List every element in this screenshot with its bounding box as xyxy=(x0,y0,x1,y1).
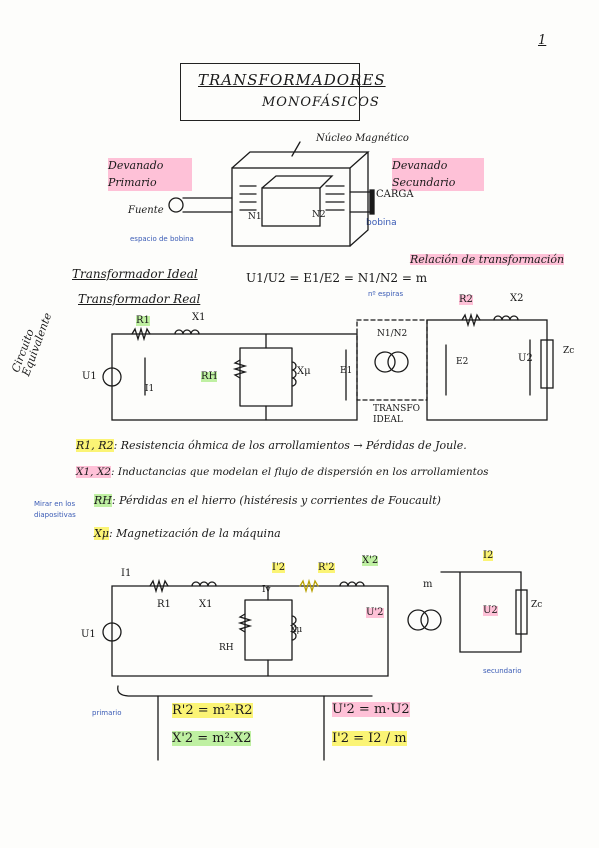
c2-xu: Xμ xyxy=(290,625,303,635)
espiras-label: nº espiras xyxy=(368,290,404,298)
c2-u2: U2 xyxy=(483,605,498,616)
fuente-label: Fuente xyxy=(128,205,164,216)
c2-rh: RH xyxy=(219,643,234,653)
c1-i1: I1 xyxy=(145,384,155,394)
c2-m: m xyxy=(423,579,433,590)
c1-rh: RH xyxy=(201,371,218,382)
c2-i1: I1 xyxy=(121,568,132,579)
c2-u2p: U'2 xyxy=(366,607,384,618)
n1-label: N1 xyxy=(248,212,262,222)
primario-label: Devanado Primario xyxy=(108,158,192,191)
c1-x2: X2 xyxy=(510,293,524,304)
nucleo-label: Núcleo Magnético xyxy=(316,133,409,144)
carga-label: CARGA xyxy=(376,189,414,200)
ideal-formula: U1/U2 = E1/E2 = N1/N2 = m xyxy=(246,271,428,285)
title-line2: MONOFÁSICOS xyxy=(262,95,380,110)
page-number: 1 xyxy=(538,33,547,48)
c1-u2: U2 xyxy=(518,353,533,364)
secundario-label: Devanado Secundario xyxy=(392,158,484,191)
eq-3-text: U'2 = m·U2 xyxy=(332,702,410,717)
c1-e1: E1 xyxy=(340,366,353,376)
def-term-1: R1, R2 xyxy=(76,439,114,452)
c2-x1: X1 xyxy=(199,599,213,610)
c2-r2p: R'2 xyxy=(318,562,335,573)
c2-u1: U1 xyxy=(81,629,96,640)
def-row-3: RH: Pérdidas en el hierro (histéresis y … xyxy=(94,494,441,507)
c2-secundario: secundario xyxy=(483,667,522,675)
circuit1-drawing xyxy=(102,312,554,421)
eq-4: I'2 = I2 / m xyxy=(332,731,407,746)
def-row-4: Xμ: Magnetización de la máquina xyxy=(94,527,281,540)
c1-xu: Xμ xyxy=(297,366,311,377)
relacion-label: Relación de transformación xyxy=(410,253,565,266)
eq-1: R'2 = m²·R2 xyxy=(172,703,253,718)
c1-ratio: N1/N2 xyxy=(377,329,408,339)
def-text-1: : Resistencia óhmica de los arrollamient… xyxy=(113,439,467,452)
bobina-label: bobina xyxy=(366,218,397,228)
c2-i2p: I'2 xyxy=(272,562,286,573)
def-row-1: R1, R2: Resistencia óhmica de los arroll… xyxy=(76,439,467,452)
ideal-line1: Transformador Ideal xyxy=(72,267,198,281)
side-note: Mirar en los diapositivas xyxy=(34,500,76,520)
title-box xyxy=(180,63,360,121)
eq-4-text: I'2 = I2 / m xyxy=(332,731,407,746)
c2-r1: R1 xyxy=(157,599,171,610)
circuito-equivalente-label: Circuito Equivalente xyxy=(9,310,55,378)
def-term-4: Xμ xyxy=(94,527,109,540)
c1-zc: Zc xyxy=(563,346,575,356)
espacio-bobina-label: espacio de bobina xyxy=(130,235,194,243)
core-drawing xyxy=(168,141,375,247)
c2-primario: primario xyxy=(92,709,122,717)
c1-x1: X1 xyxy=(192,312,206,323)
def-term-2: X1, X2 xyxy=(76,466,111,478)
ideal-line2: Transformador Real xyxy=(78,292,201,306)
eq-2-text: X'2 = m²·X2 xyxy=(172,731,252,746)
eq-2: X'2 = m²·X2 xyxy=(172,731,252,746)
eq-3: U'2 = m·U2 xyxy=(332,702,410,717)
title-line1: TRANSFORMADORES xyxy=(198,71,386,89)
n2-label: N2 xyxy=(312,210,326,220)
c2-x2p: X'2 xyxy=(362,555,379,566)
c2-i2: I2 xyxy=(483,550,494,561)
def-row-2: X1, X2: Inductancias que modelan el fluj… xyxy=(76,466,489,478)
def-text-4: : Magnetización de la máquina xyxy=(108,527,281,540)
eq-1-text: R'2 = m²·R2 xyxy=(172,703,253,718)
c1-u1: U1 xyxy=(82,371,97,382)
c1-e2: E2 xyxy=(456,357,469,367)
def-text-2: : Inductancias que modelan el flujo de d… xyxy=(111,466,489,478)
c2-zc: Zc xyxy=(531,600,543,610)
def-text-3: : Pérdidas en el hierro (histéresis y co… xyxy=(111,494,441,507)
def-term-3: RH xyxy=(94,494,112,507)
c1-r2: R2 xyxy=(459,294,473,305)
c1-ideal-box-label: TRANSFO IDEAL xyxy=(373,404,420,426)
c1-r1: R1 xyxy=(136,315,150,326)
c2-iv: Iv xyxy=(262,585,271,595)
